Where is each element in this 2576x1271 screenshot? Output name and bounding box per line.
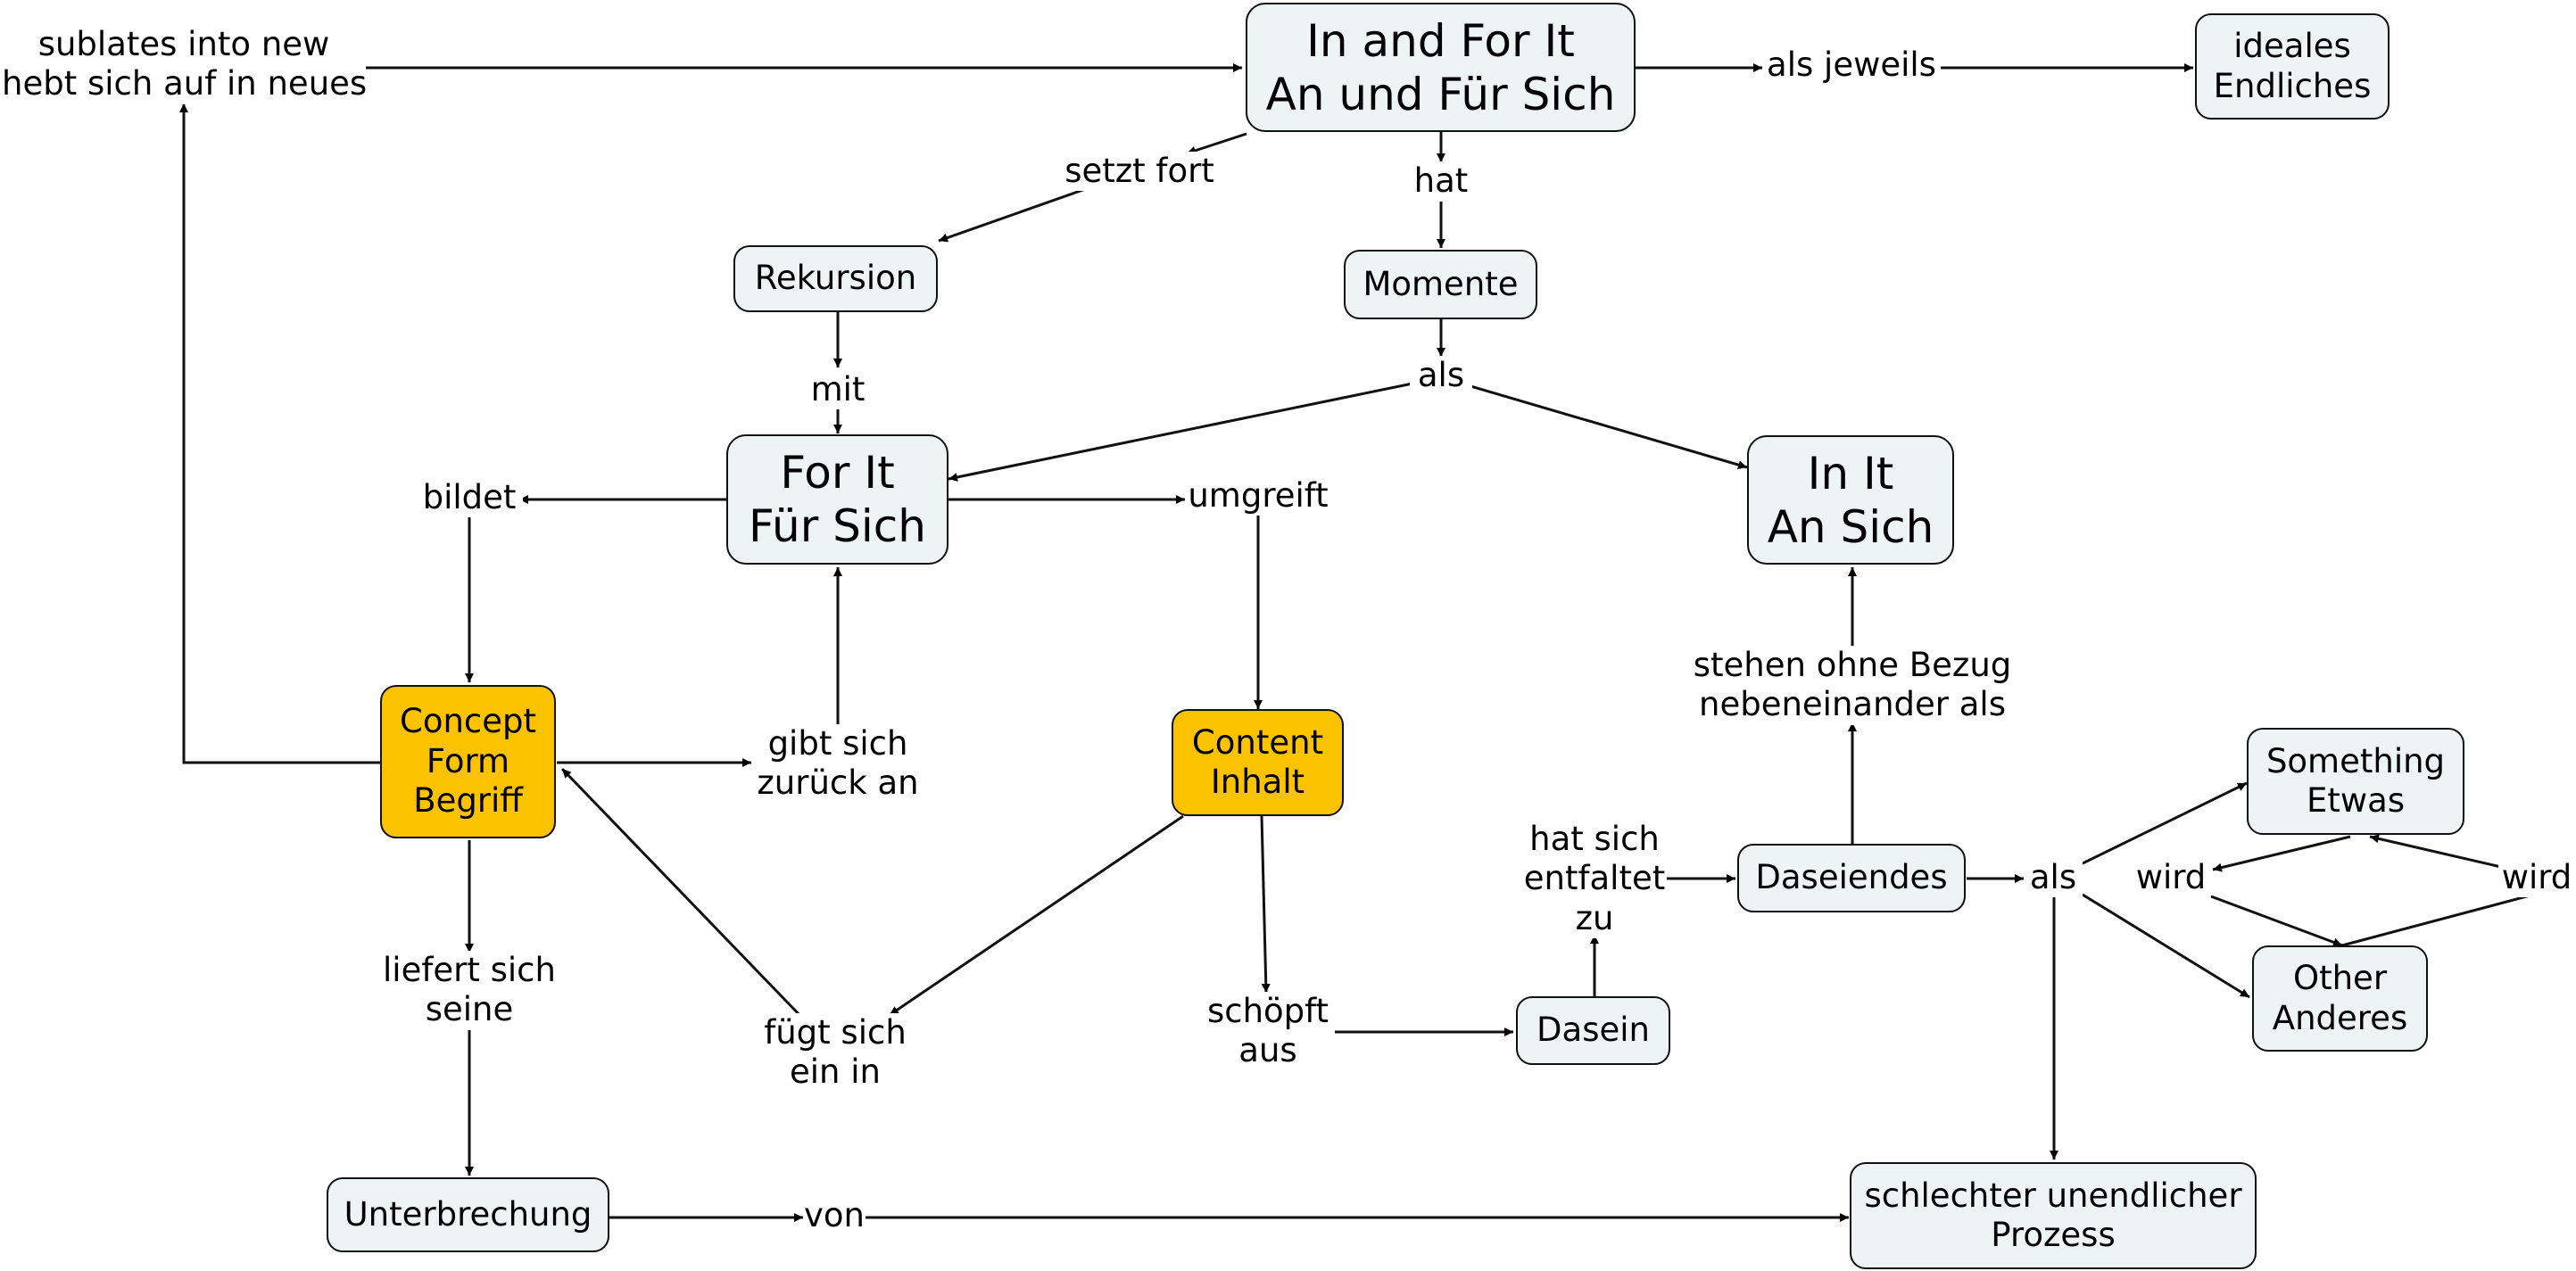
node-momente[interactable]: Momente — [1344, 250, 1537, 319]
edge-als-to-in-it — [1467, 384, 1748, 469]
edge-something-to-wird-left — [2212, 835, 2351, 872]
node-line: Endliches — [2213, 66, 2372, 105]
edge-concept-to-sublates — [179, 103, 382, 764]
node-line: In and For It — [1306, 14, 1575, 67]
node-dasein[interactable]: Dasein — [1516, 996, 1670, 1065]
link-label-wird-left: wird — [2133, 858, 2209, 898]
node-line: In It — [1807, 447, 1894, 499]
edge-fuegt-to-concept — [560, 767, 805, 1020]
node-line: Inhalt — [1210, 763, 1305, 801]
edge-als-to-for-it — [948, 382, 1413, 482]
edge-setzt-fort-to-rekursion — [938, 186, 1091, 243]
node-line: Momente — [1363, 264, 1519, 303]
node-in-and-for-it[interactable]: In and For It An und Für Sich — [1246, 3, 1636, 132]
node-something-etwas[interactable]: Something Etwas — [2247, 728, 2464, 835]
node-line: Für Sich — [749, 500, 926, 552]
node-daseiendes[interactable]: Daseiendes — [1737, 844, 1966, 912]
node-line: Rekursion — [754, 259, 917, 298]
node-line: Dasein — [1536, 1011, 1650, 1050]
link-label-hat: hat — [1405, 161, 1477, 202]
link-label-von: von — [803, 1196, 866, 1236]
link-label-als-right: als — [2024, 858, 2083, 898]
node-line: Daseiendes — [1755, 858, 1948, 897]
node-line: Content — [1191, 722, 1324, 762]
edge-in-and-for-it-to-setzt-fort — [1186, 132, 1247, 155]
node-line: Other — [2292, 959, 2388, 998]
edge-content-to-schoepft — [1260, 815, 1271, 994]
link-label-bildet: bildet — [416, 478, 523, 518]
node-line: Begriff — [413, 781, 523, 821]
edge-wird-right-to-something — [2369, 834, 2514, 871]
node-concept-form-begriff[interactable]: Concept Form Begriff — [380, 685, 556, 838]
node-content-inhalt[interactable]: Content Inhalt — [1172, 709, 1344, 816]
node-other-anderes[interactable]: Other Anderes — [2252, 945, 2428, 1052]
edge-wird-left-to-other — [2210, 895, 2343, 947]
node-unterbrechung[interactable]: Unterbrechung — [327, 1177, 609, 1252]
node-ideales-endliches[interactable]: ideales Endliches — [2195, 13, 2390, 120]
node-line: Prozess — [1991, 1216, 2116, 1254]
node-line: Unterbrechung — [344, 1194, 592, 1234]
edge-als-to-something — [2082, 781, 2248, 865]
node-line: Something — [2265, 741, 2446, 780]
link-label-als-jeweils: als jeweils — [1762, 45, 1941, 86]
node-line: Etwas — [2306, 781, 2406, 820]
edge-als-to-other — [2082, 893, 2250, 999]
link-label-mit: mit — [802, 370, 874, 410]
link-label-setzt-fort: setzt fort — [1055, 152, 1224, 192]
node-line: An und Für Sich — [1265, 68, 1616, 120]
node-line: Form — [426, 741, 510, 780]
node-line: schlechter unendlicher — [1864, 1176, 2242, 1215]
link-label-als-top: als — [1410, 356, 1472, 396]
node-line: Anderes — [2272, 998, 2408, 1037]
edge-content-to-fuegt — [889, 814, 1184, 1017]
node-schlechter-unendlicher-prozess[interactable]: schlechter unendlicher Prozess — [1850, 1162, 2257, 1269]
link-label-wird-right: wird — [2498, 858, 2575, 898]
node-in-it[interactable]: In It An Sich — [1747, 435, 1954, 565]
node-rekursion[interactable]: Rekursion — [733, 245, 938, 312]
node-line: For It — [780, 447, 895, 499]
node-line: ideales — [2233, 27, 2351, 66]
node-line: Concept — [399, 702, 537, 741]
node-line: An Sich — [1767, 500, 1934, 553]
link-label-umgreift: umgreift — [1185, 476, 1331, 516]
edge-other-to-wird-right — [2341, 887, 2551, 947]
node-for-it[interactable]: For It Für Sich — [726, 434, 948, 565]
